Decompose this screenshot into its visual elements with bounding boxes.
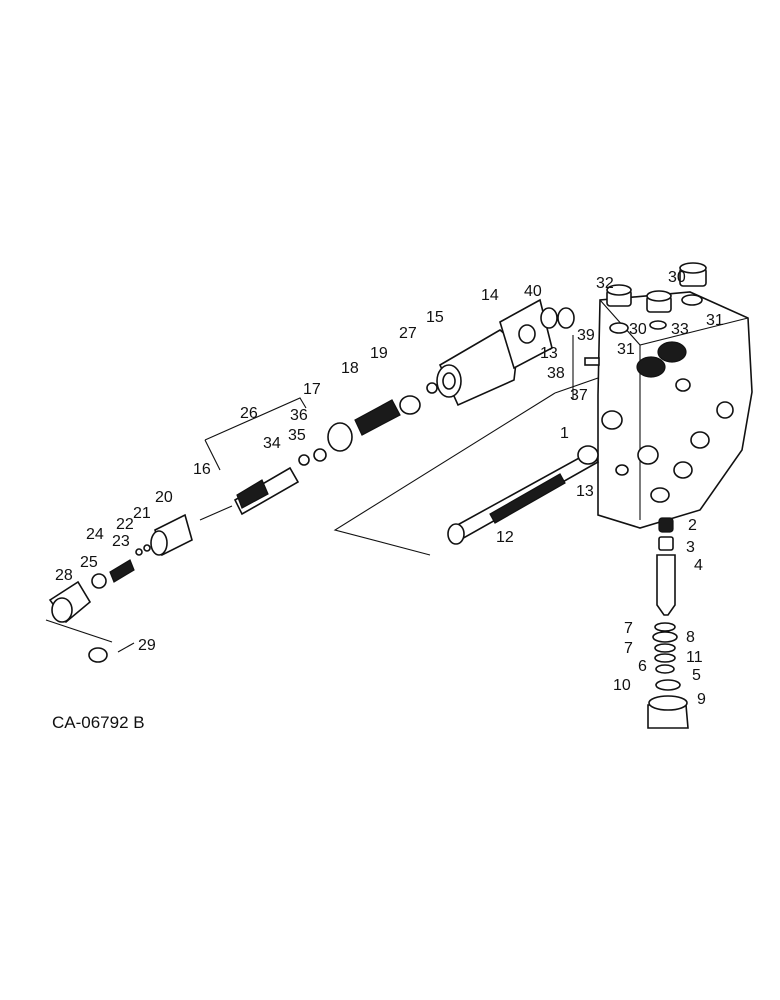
callout-36: 36	[290, 407, 308, 424]
callout-35: 35	[288, 427, 306, 444]
callout-34: 34	[263, 435, 281, 452]
callout-30b: 30	[629, 321, 647, 338]
callout-13b: 13	[576, 483, 594, 500]
callout-12: 12	[496, 529, 514, 546]
callout-38: 38	[547, 365, 565, 382]
callout-labels: 1 2 3 4 5 6 7 7 8 9 10 11 12 13 13 14 15…	[52, 269, 724, 732]
callout-4: 4	[694, 557, 703, 574]
callout-7a: 7	[624, 620, 633, 637]
callout-5: 5	[692, 667, 701, 684]
callout-6: 6	[638, 658, 647, 675]
callout-28: 28	[55, 567, 73, 584]
callout-39: 39	[577, 327, 595, 344]
spring-and-washers	[298, 382, 438, 466]
callout-17: 17	[303, 381, 321, 398]
callout-32: 32	[596, 275, 614, 292]
callout-30a: 30	[668, 269, 686, 286]
detent-assembly	[48, 466, 300, 663]
callout-18: 18	[341, 360, 359, 377]
callout-11: 11	[686, 649, 703, 666]
callout-7b: 7	[624, 640, 633, 657]
callout-31a: 31	[706, 312, 724, 329]
callout-8: 8	[686, 629, 695, 646]
callout-22: 22	[116, 516, 134, 533]
callout-25: 25	[80, 554, 98, 571]
plug-set	[606, 262, 707, 334]
callout-33: 33	[671, 321, 689, 338]
callout-20: 20	[155, 489, 173, 506]
callout-40: 40	[524, 283, 542, 300]
callout-24: 24	[86, 526, 104, 543]
callout-23: 23	[112, 533, 130, 550]
spool	[447, 445, 600, 545]
callout-15: 15	[426, 309, 444, 326]
callout-29: 29	[138, 637, 156, 654]
reference-code: CA-06792 B	[52, 713, 145, 732]
callout-13a: 13	[540, 345, 558, 362]
callout-2: 2	[688, 517, 697, 534]
piston-housing	[436, 298, 600, 407]
callout-3: 3	[686, 539, 695, 556]
leader-lines	[45, 335, 599, 653]
callout-14: 14	[481, 287, 499, 304]
relief-valve-stack	[647, 517, 689, 729]
callout-10: 10	[613, 677, 631, 694]
callout-26: 26	[240, 405, 258, 422]
callout-19: 19	[370, 345, 388, 362]
callout-27: 27	[399, 325, 417, 342]
callout-21: 21	[133, 505, 151, 522]
callout-1: 1	[560, 425, 569, 442]
valve-body	[597, 291, 753, 529]
callout-9: 9	[697, 691, 706, 708]
callout-37: 37	[570, 387, 588, 404]
callout-16: 16	[193, 461, 211, 478]
callout-31b: 31	[617, 341, 635, 358]
